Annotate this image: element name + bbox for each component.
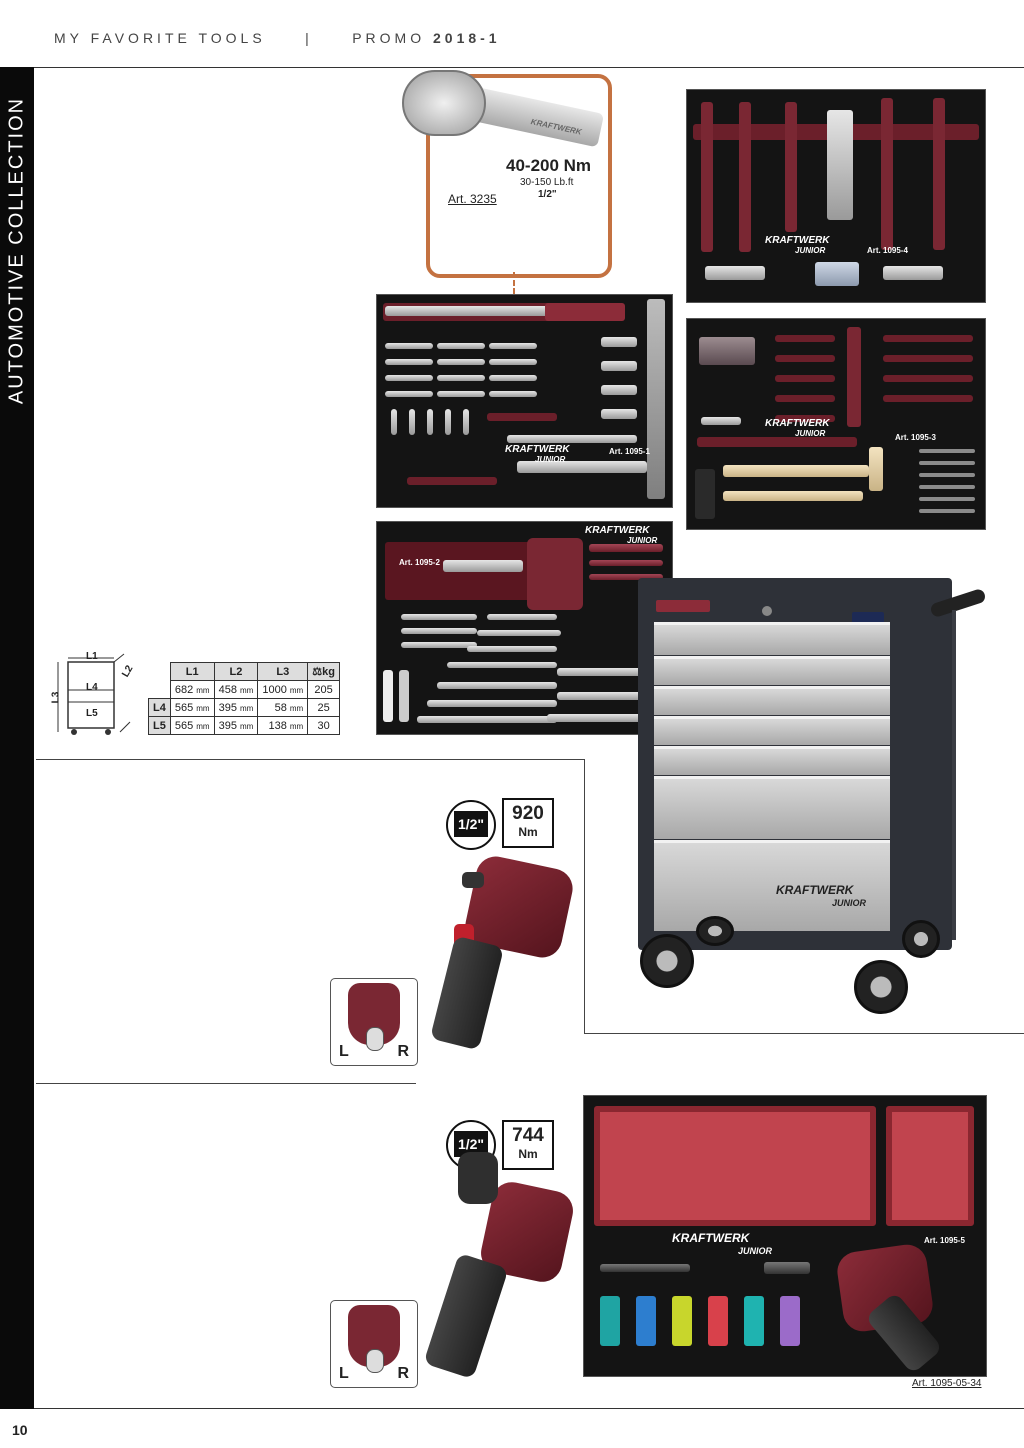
trolley-wheel — [696, 916, 734, 946]
wrench-brand: KRAFTWERK — [530, 117, 583, 137]
dim-label-l5: L5 — [86, 708, 98, 719]
dim-label-l4: L4 — [86, 682, 98, 693]
col-l3: L3 — [257, 662, 309, 681]
header-promo: PROMO — [352, 30, 426, 46]
table-row: L4 565 mm 395 mm 58 mm 25 — [148, 698, 340, 717]
tray-1-article: Art. 1095-1 — [609, 447, 650, 456]
table-header-row: L1 L2 L3 ⚖kg — [149, 662, 340, 681]
bottom-article-link[interactable]: Art. 1095-05-34 — [912, 1378, 982, 1389]
torque-drive: 1/2" — [538, 189, 557, 200]
dim-label-l1: L1 — [86, 651, 98, 662]
page-number: 10 — [12, 1422, 28, 1438]
header-text: MY FAVORITE TOOLS | PROMO 2018-1 — [54, 30, 501, 46]
ratchet-head-icon — [402, 70, 486, 136]
dim-label-l3: L3 — [50, 691, 62, 704]
callout-connector — [513, 272, 515, 302]
socket-yellow — [672, 1296, 692, 1346]
torque-range: 40-200 Nm — [506, 156, 592, 175]
section-divider — [584, 759, 585, 1033]
tray-2-article: Art. 1095-2 — [399, 558, 440, 567]
table-row: L5 565 mm 395 mm 138 mm 30 — [148, 716, 340, 735]
footer-rule — [34, 1408, 1024, 1409]
sidebar: AUTOMOTIVE COLLECTION — [0, 67, 34, 1409]
socket-blue — [636, 1296, 656, 1346]
scale-icon: ⚖ — [312, 666, 323, 678]
drive-size-badge: 1/2" — [446, 800, 496, 850]
tray-3-article: Art. 1095-3 — [895, 433, 936, 442]
trolley-wheel — [854, 960, 908, 1014]
trolley-side — [952, 610, 956, 940]
torque-article-link[interactable]: Art. 3235 — [448, 192, 497, 206]
tray-5-article: Art. 1095-5 — [924, 1236, 965, 1245]
trolley-wheel — [640, 934, 694, 988]
section-divider — [584, 1033, 1024, 1034]
dimensions-table: L1 L2 L3 ⚖kg 682 mm 458 mm 1000 mm 205 L… — [148, 662, 340, 735]
socket-cyan — [744, 1296, 764, 1346]
trolley-dimension-diagram — [57, 653, 131, 735]
trolley-wheel — [902, 920, 940, 958]
socket-teal — [600, 1296, 620, 1346]
impact-wrench-2-motor — [458, 1152, 498, 1204]
torque-imperial: 30-150 Lb.ft — [520, 177, 574, 188]
sidebar-label: AUTOMOTIVE COLLECTION — [5, 96, 28, 405]
section-divider — [36, 759, 584, 760]
tray-4-article: Art. 1095-4 — [867, 246, 908, 255]
header-separator: | — [305, 30, 313, 46]
socket-red — [708, 1296, 728, 1346]
page-header: MY FAVORITE TOOLS | PROMO 2018-1 — [0, 0, 1024, 68]
socket-purple — [780, 1296, 800, 1346]
col-kg: ⚖kg — [307, 662, 340, 681]
table-row: 682 mm 458 mm 1000 mm 205 — [149, 680, 340, 699]
impact-wrench-1-anvil — [462, 872, 484, 888]
impact-wrench-2-grip — [423, 1252, 509, 1380]
header-promo-code: 2018-1 — [433, 30, 501, 46]
col-l2: L2 — [213, 662, 259, 681]
header-title: MY FAVORITE TOOLS — [54, 30, 266, 46]
impact-wrench-1-grip — [429, 935, 505, 1051]
section-divider — [36, 1083, 416, 1084]
col-l1: L1 — [169, 662, 215, 681]
